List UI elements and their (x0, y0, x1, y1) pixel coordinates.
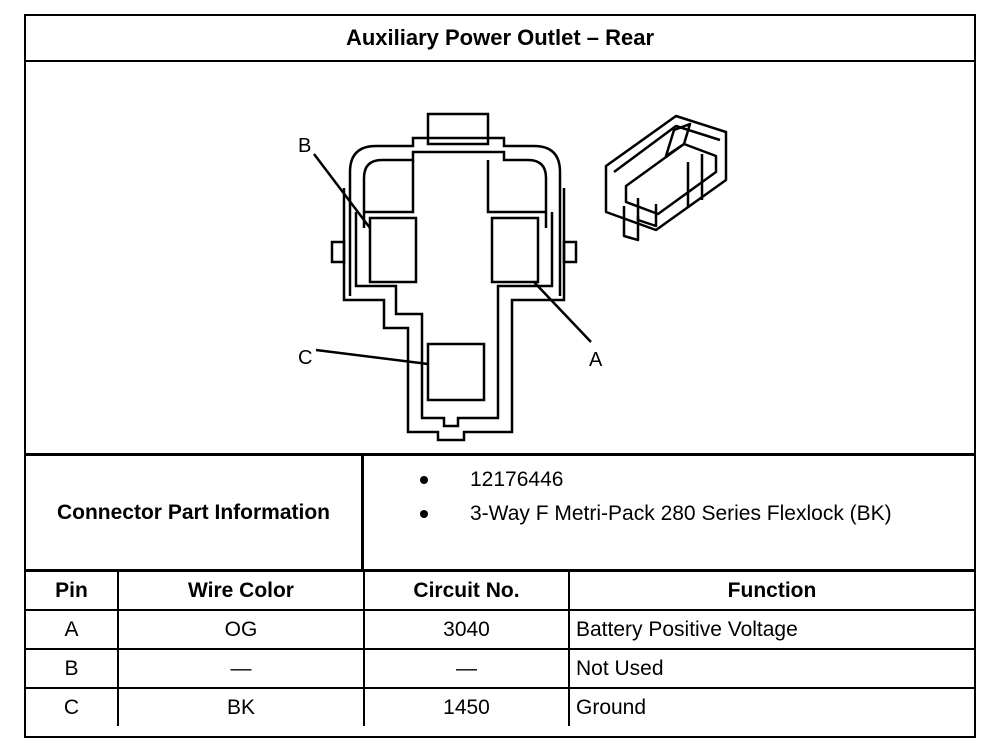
circuit-cell: 3040 (363, 609, 570, 650)
circuit-cell: — (363, 648, 570, 689)
header-wire-color: Wire Color (117, 572, 365, 611)
inner-arch (362, 150, 548, 228)
page-title: Auxiliary Power Outlet – Rear (26, 16, 974, 62)
circuit-cell: 1450 (363, 687, 570, 726)
table-row: B — — Not Used (26, 648, 974, 689)
part-number: 12176446 (470, 468, 564, 491)
callout-a: A (589, 349, 603, 371)
connector-face-drawing: B A C (298, 112, 728, 442)
outer-body (342, 188, 566, 442)
connector-ribs (686, 154, 704, 208)
connector-top-edge (613, 124, 721, 174)
right-lock-tab (562, 240, 578, 264)
left-lock-tab (330, 240, 346, 264)
wire-color-cell: — (117, 648, 365, 689)
leader-b (313, 153, 371, 229)
wire-color-cell: OG (117, 609, 365, 650)
header-circuit: Circuit No. (363, 572, 570, 611)
connector-part-label: Connector Part Information (26, 456, 364, 569)
wire-color-cell: BK (117, 687, 365, 726)
pin-cell: C (26, 687, 119, 726)
cavity-b (368, 216, 418, 284)
function-cell: Ground (568, 687, 974, 726)
cavity-c (426, 342, 486, 402)
callout-b: B (298, 135, 311, 157)
part-description: 3-Way F Metri-Pack 280 Series Flexlock (… (470, 502, 892, 525)
connector-sheet: Auxiliary Power Outlet – Rear (24, 14, 976, 738)
connector-diagram: B A C (26, 60, 974, 456)
right-ledge (486, 160, 546, 214)
header-pin: Pin (26, 572, 119, 611)
connector-part-info-row: Connector Part Information 12176446 3-Wa… (26, 456, 974, 572)
connector-lower-step (636, 198, 658, 228)
pin-cell: A (26, 609, 119, 650)
header-function: Function (568, 572, 974, 611)
table-row: A OG 3040 Battery Positive Voltage (26, 609, 974, 650)
bullet-icon (420, 510, 428, 518)
function-cell: Battery Positive Voltage (568, 609, 974, 650)
connector-3d-view (604, 114, 728, 242)
pin-table-header: Pin Wire Color Circuit No. Function (26, 572, 974, 611)
bullet-icon (420, 476, 428, 484)
function-cell: Not Used (568, 648, 974, 689)
connector-part-details: 12176446 3-Way F Metri-Pack 280 Series F… (364, 456, 974, 569)
inner-body (354, 212, 554, 428)
connector-foot (622, 206, 640, 242)
connector-body-outline (604, 114, 728, 232)
pin-cell: B (26, 648, 119, 689)
leader-a (533, 281, 592, 343)
pin-table: Pin Wire Color Circuit No. Function A OG… (26, 572, 974, 726)
connector-latch (664, 122, 692, 158)
outer-arch (348, 136, 562, 296)
left-ledge (364, 160, 415, 214)
callout-c: C (298, 347, 312, 369)
leader-c (315, 348, 429, 366)
cavity-a (490, 216, 540, 284)
latch-tab (426, 112, 490, 146)
table-row: C BK 1450 Ground (26, 687, 974, 726)
